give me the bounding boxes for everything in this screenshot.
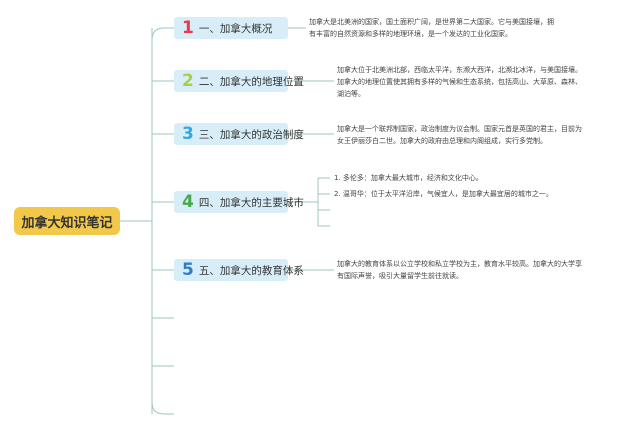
- topic-label: 五、加拿大的教育体系: [198, 264, 304, 277]
- topic-education[interactable]: 5 五、加拿大的教育体系: [174, 259, 304, 281]
- topic-label: 一、加拿大概况: [198, 22, 273, 35]
- education-description: 加拿大的教育体系以公立学校和私立学校为主，教育水平较高。加拿大的大学享 有国际声…: [337, 258, 582, 282]
- root-topic[interactable]: 加拿大知识笔记: [14, 207, 120, 235]
- topic-geography[interactable]: 2 二、加拿大的地理位置: [174, 70, 304, 92]
- politics-description: 加拿大是一个联邦制国家，政治制度为议会制。国家元首是英国的君主，目前为 女王伊丽…: [337, 123, 582, 147]
- description-line: 加拿大位于北美洲北部，西临太平洋，东濒大西洋，北濒北冰洋，与美国接壤。: [337, 66, 582, 74]
- description-line: 加拿大的教育体系以公立学校和私立学校为主，教育水平较高。加拿大的大学享: [337, 260, 582, 268]
- city-item-vancouver[interactable]: 2. 温哥华：位于太平洋沿岸，气候宜人，是加拿大最宜居的城市之一。: [334, 190, 553, 198]
- description-line: 湖泊等。: [337, 90, 365, 98]
- geography-description: 加拿大位于北美洲北部，西临太平洋，东濒大西洋，北濒北冰洋，与美国接壤。 加拿大的…: [337, 64, 582, 100]
- section-number: 2: [182, 70, 194, 91]
- overview-description: 加拿大是北美洲的国家，国土面积广阔，是世界第二大国家。它与美国接壤，拥 有丰富的…: [309, 16, 554, 40]
- description-line: 女王伊丽莎白二世。加拿大的政府由总理和内阁组成，实行多党制。: [337, 137, 547, 145]
- description-line: 加拿大是一个联邦制国家，政治制度为议会制。国家元首是英国的君主，目前为: [337, 125, 582, 133]
- description-line: 有丰富的自然资源和多样的地理环境，是一个发达的工业化国家。: [309, 30, 512, 38]
- topic-overview[interactable]: 1 一、加拿大概况: [174, 17, 288, 39]
- city-item-toronto[interactable]: 1. 多伦多：加拿大最大城市，经济和文化中心。: [334, 174, 483, 182]
- topic-label: 四、加拿大的主要城市: [198, 196, 304, 209]
- topic-label: 二、加拿大的地理位置: [198, 75, 304, 88]
- section-number: 4: [182, 191, 194, 212]
- section-number: 5: [182, 259, 194, 280]
- section-number: 1: [182, 17, 194, 38]
- description-line: 加拿大的地理位置使其拥有多样的气候和生态系统，包括高山、大草原、森林、: [337, 78, 582, 86]
- section-number: 3: [182, 123, 194, 144]
- topic-politics[interactable]: 3 三、加拿大的政治制度: [174, 123, 304, 145]
- description-line: 有国际声誉，吸引大量留学生前往就读。: [337, 272, 463, 280]
- description-line: 加拿大是北美洲的国家，国土面积广阔，是世界第二大国家。它与美国接壤，拥: [309, 18, 554, 26]
- topic-label: 三、加拿大的政治制度: [198, 128, 304, 141]
- topic-cities[interactable]: 4 四、加拿大的主要城市: [174, 191, 304, 213]
